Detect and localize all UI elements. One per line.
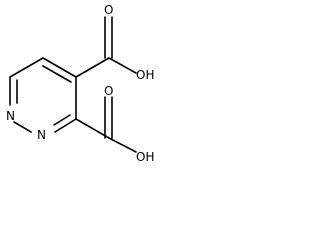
bond-c4-carboxyl-carbon xyxy=(75,57,110,78)
ring-bond-c4-c5-double xyxy=(42,65,72,83)
ring-bond-c4-c5 xyxy=(42,57,77,78)
bond-hydroxyl-bottom xyxy=(108,137,137,153)
atom-label-n2: N xyxy=(37,128,46,142)
atom-label-oxygen-top: O xyxy=(104,3,113,17)
carboxyl-group-bottom xyxy=(75,96,137,153)
pyridazine-dicarboxylic-acid-structure: N N O OH O OH xyxy=(6,3,154,164)
carboxyl-group-top xyxy=(75,16,137,78)
ring-bond-n1-n2 xyxy=(13,121,32,133)
atom-label-hydroxyl-bottom: OH xyxy=(136,150,154,164)
bond-c3-carboxyl-carbon xyxy=(75,118,110,139)
atom-label-oxygen-bottom: O xyxy=(104,84,113,98)
pyridazine-ring xyxy=(9,57,77,133)
atom-label-hydroxyl-top: OH xyxy=(136,68,154,82)
bond-hydroxyl-top xyxy=(108,57,137,74)
ring-bond-n2-c3 xyxy=(54,118,77,133)
ring-bond-c5-c6 xyxy=(9,57,44,78)
ring-bond-n2-c3-double xyxy=(53,114,71,126)
atom-label-n1: N xyxy=(6,109,15,123)
